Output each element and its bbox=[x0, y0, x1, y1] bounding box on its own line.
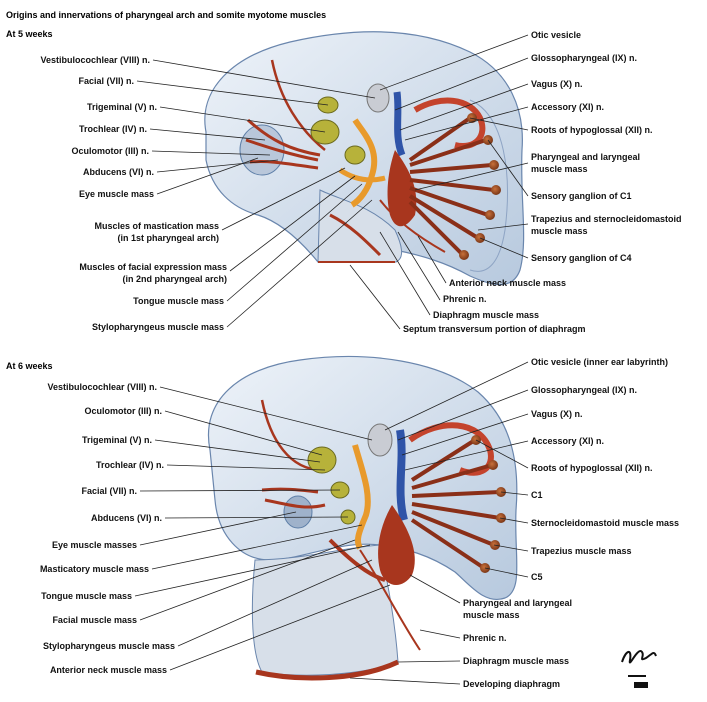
label-otic-vesicle-5w: Otic vesicle bbox=[531, 30, 581, 40]
label-tongue-mass-5w: Tongue muscle mass bbox=[133, 296, 224, 306]
label-mastication-arch-5w: (in 1st pharyngeal arch) bbox=[117, 233, 219, 243]
label-trapezius-mass-6w: Trapezius muscle mass bbox=[531, 546, 632, 556]
label-masticatory-6w: Masticatory muscle mass bbox=[40, 564, 149, 574]
label-scm-mass-6w: Sternocleidomastoid muscle mass bbox=[531, 518, 679, 528]
label-anterior-neck-6w: Anterior neck muscle mass bbox=[50, 665, 167, 675]
label-anterior-neck-5w: Anterior neck muscle mass bbox=[449, 278, 566, 288]
label-oculomotor-6w: Oculomotor (III) n. bbox=[85, 406, 163, 416]
artist-signature bbox=[622, 651, 656, 688]
panel-heading-5-weeks: At 5 weeks bbox=[6, 29, 53, 39]
labels-5-weeks-left: Vestibulocochlear (VIII) n. Facial (VII)… bbox=[40, 55, 227, 332]
label-c1-6w: C1 bbox=[531, 490, 543, 500]
label-pharyngeal-laryngeal-mass-5w: muscle mass bbox=[531, 164, 588, 174]
label-eye-muscle-mass-5w: Eye muscle mass bbox=[79, 189, 154, 199]
label-phrenic-5w: Phrenic n. bbox=[443, 294, 487, 304]
label-oculomotor-5w: Oculomotor (III) n. bbox=[72, 146, 150, 156]
label-tongue-6w: Tongue muscle mass bbox=[41, 591, 132, 601]
label-facial-6w: Facial (VII) n. bbox=[81, 486, 137, 496]
label-stylopharyngeus-5w: Stylopharyngeus muscle mass bbox=[92, 322, 224, 332]
panel-heading-6-weeks: At 6 weeks bbox=[6, 361, 53, 371]
label-abducens-6w: Abducens (VI) n. bbox=[91, 513, 162, 523]
label-pharyngeal-laryngeal-6w: Pharyngeal and laryngeal bbox=[463, 598, 572, 608]
label-vagus-5w: Vagus (X) n. bbox=[531, 79, 583, 89]
label-trapezius-scm-5w: Trapezius and sternocleidomastoid bbox=[531, 214, 682, 224]
label-sensory-ganglion-c1-5w: Sensory ganglion of C1 bbox=[531, 191, 632, 201]
label-trochlear-5w: Trochlear (IV) n. bbox=[79, 124, 147, 134]
label-c5-6w: C5 bbox=[531, 572, 543, 582]
label-trochlear-6w: Trochlear (IV) n. bbox=[96, 460, 164, 470]
label-glossopharyngeal-6w: Glossopharyngeal (IX) n. bbox=[531, 385, 637, 395]
label-trapezius-scm-mass-5w: muscle mass bbox=[531, 226, 588, 236]
label-mastication-mass-5w: Muscles of mastication mass bbox=[94, 221, 219, 231]
label-otic-vesicle-6w: Otic vesicle (inner ear labyrinth) bbox=[531, 357, 668, 367]
label-facial-expression-mass-5w: Muscles of facial expression mass bbox=[79, 262, 227, 272]
embryo-5-weeks bbox=[205, 32, 524, 285]
label-trigeminal-6w: Trigeminal (V) n. bbox=[82, 435, 152, 445]
label-phrenic-6w: Phrenic n. bbox=[463, 633, 507, 643]
label-developing-diaphragm-6w: Developing diaphragm bbox=[463, 679, 560, 689]
label-pharyngeal-laryngeal-mass-6w: muscle mass bbox=[463, 610, 520, 620]
label-vagus-6w: Vagus (X) n. bbox=[531, 409, 583, 419]
label-eye-muscle-masses-6w: Eye muscle masses bbox=[52, 540, 137, 550]
label-facial-5w: Facial (VII) n. bbox=[78, 76, 134, 86]
label-vestibulocochlear-6w: Vestibulocochlear (VIII) n. bbox=[47, 382, 157, 392]
label-diaphragm-muscle-5w: Diaphragm muscle mass bbox=[433, 310, 539, 320]
label-pharyngeal-laryngeal-5w: Pharyngeal and laryngeal bbox=[531, 152, 640, 162]
label-stylopharyngeus-6w: Stylopharyngeus muscle mass bbox=[43, 641, 175, 651]
label-accessory-6w: Accessory (XI) n. bbox=[531, 436, 604, 446]
label-glossopharyngeal-5w: Glossopharyngeal (IX) n. bbox=[531, 53, 637, 63]
label-trigeminal-5w: Trigeminal (V) n. bbox=[87, 102, 157, 112]
label-vestibulocochlear-5w: Vestibulocochlear (VIII) n. bbox=[40, 55, 150, 65]
label-diaphragm-muscle-6w: Diaphragm muscle mass bbox=[463, 656, 569, 666]
label-facial-muscle-6w: Facial muscle mass bbox=[52, 615, 137, 625]
label-hypoglossal-roots-6w: Roots of hypoglossal (XII) n. bbox=[531, 463, 653, 473]
label-abducens-5w: Abducens (VI) n. bbox=[83, 167, 154, 177]
labels-6-weeks-left: Vestibulocochlear (VIII) n. Oculomotor (… bbox=[40, 382, 175, 675]
figure-title: Origins and innervations of pharyngeal a… bbox=[6, 10, 326, 20]
label-hypoglossal-roots-5w: Roots of hypoglossal (XII) n. bbox=[531, 125, 653, 135]
label-septum-transversum-5w: Septum transversum portion of diaphragm bbox=[403, 324, 586, 334]
label-accessory-5w: Accessory (XI) n. bbox=[531, 102, 604, 112]
label-facial-expression-arch-5w: (in 2nd pharyngeal arch) bbox=[122, 274, 227, 284]
label-sensory-ganglion-c4-5w: Sensory ganglion of C4 bbox=[531, 253, 632, 263]
